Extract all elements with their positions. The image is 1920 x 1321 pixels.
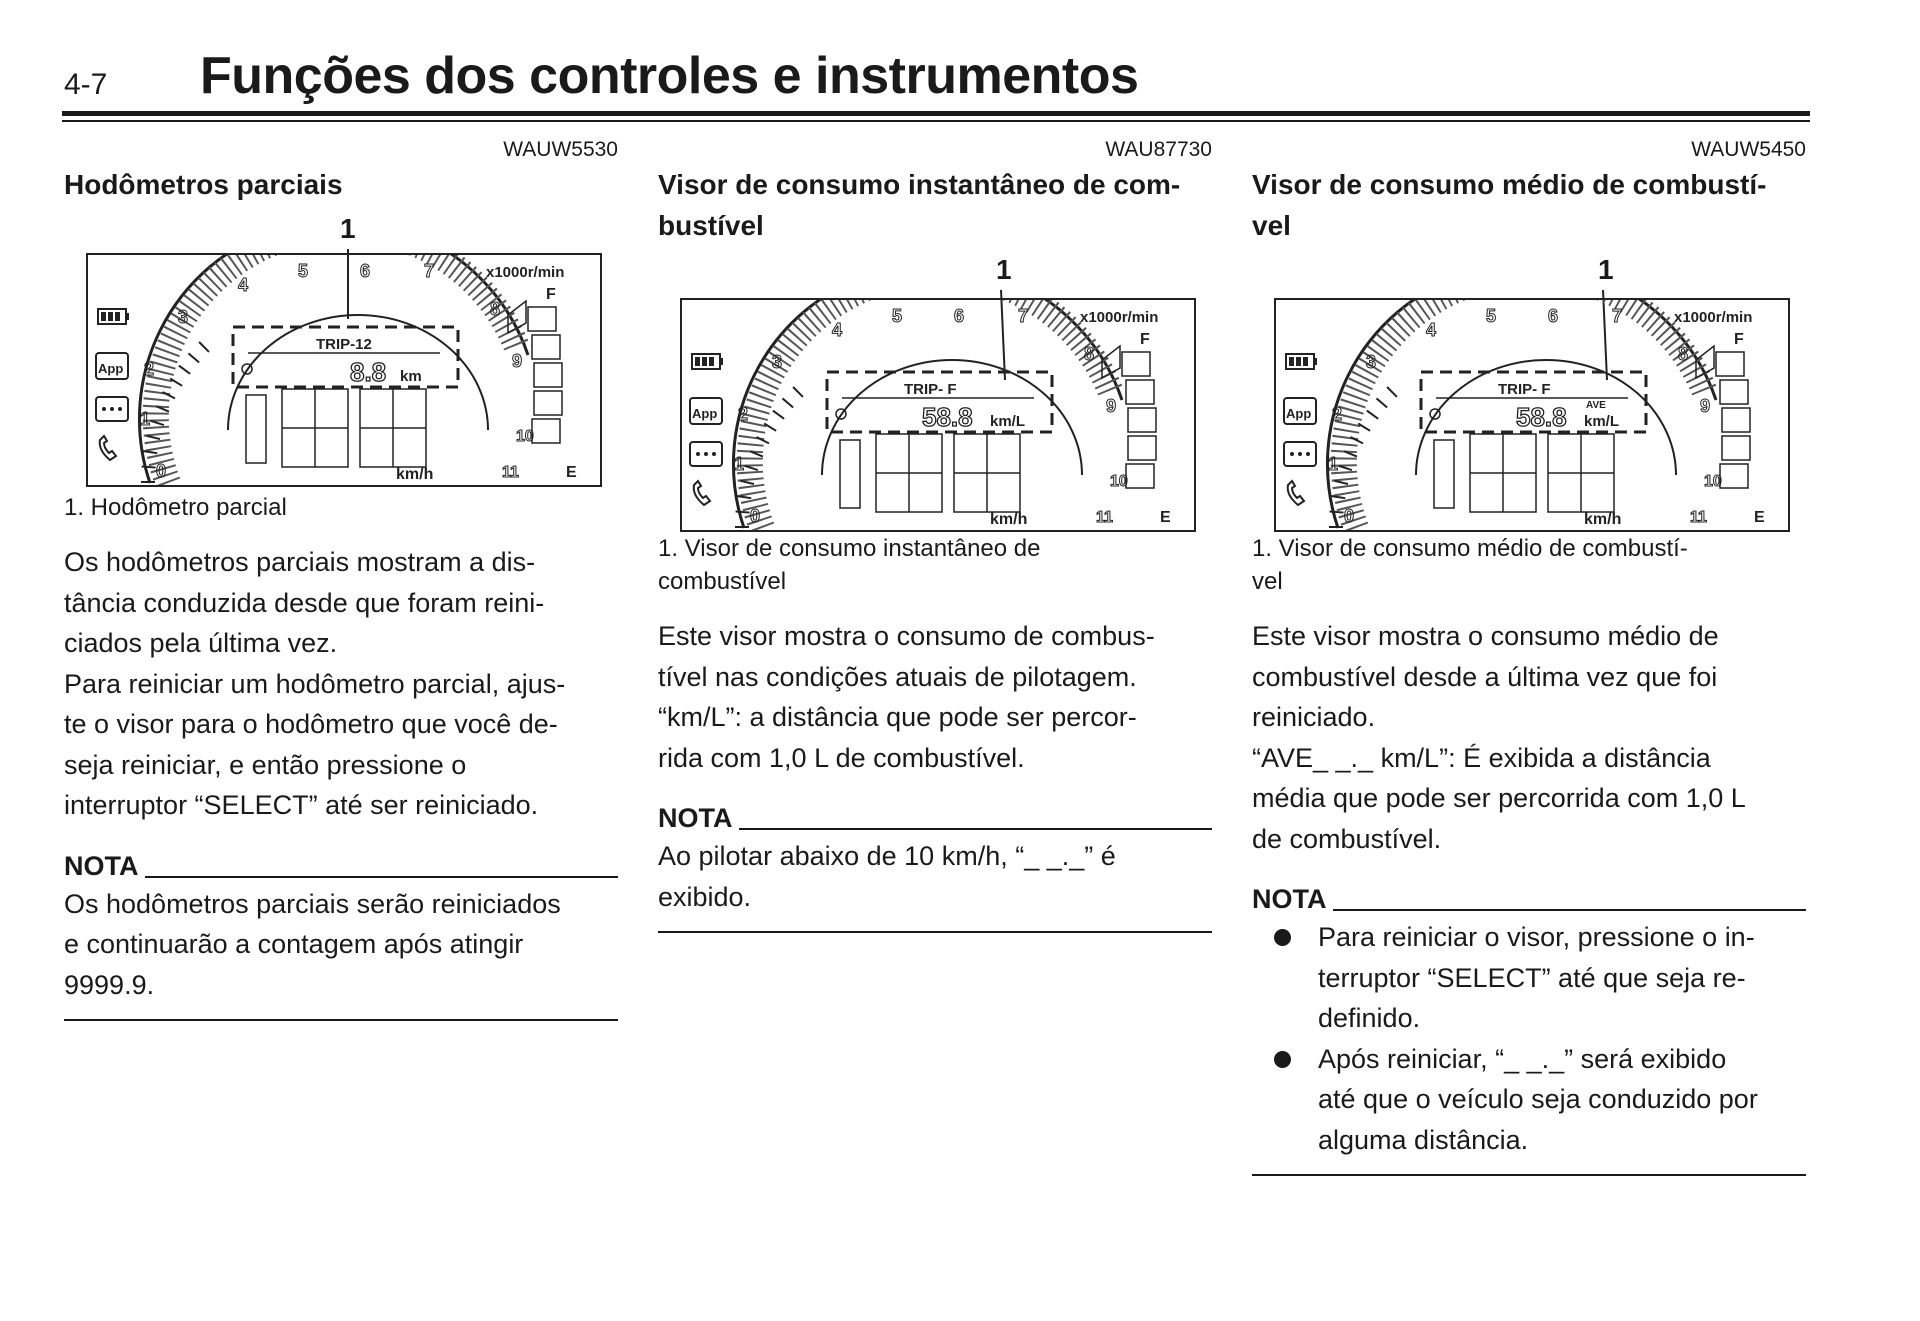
nota-end-rule bbox=[1252, 1174, 1806, 1176]
callout-leader bbox=[1602, 290, 1608, 380]
body-line: de combustível. bbox=[1252, 823, 1442, 854]
figure-area: 1 x1000r/min App km/h TRIP- F 58.8 km/L bbox=[658, 246, 1212, 532]
svg-text:App: App bbox=[1286, 406, 1311, 421]
dashboard-illustration: x1000r/min App km/h TRIP- F 58.8 km/L bbox=[680, 298, 1196, 532]
nota-heading: NOTA bbox=[658, 800, 1212, 836]
svg-text:x1000r/min: x1000r/min bbox=[486, 264, 564, 281]
nota-rule bbox=[738, 828, 1212, 830]
svg-text:km/h: km/h bbox=[990, 511, 1027, 528]
nota-heading: NOTA bbox=[64, 848, 618, 884]
body-line: média que pode ser percorrida com 1,0 L bbox=[1252, 783, 1746, 813]
section-code: WAUW5530 bbox=[503, 138, 618, 161]
figure-caption: vel bbox=[1252, 568, 1283, 595]
nota-label: NOTA bbox=[64, 850, 139, 881]
body-line: ciados pela última vez. bbox=[64, 628, 338, 658]
nota-line: 9999.9. bbox=[64, 969, 155, 1000]
svg-text:km: km bbox=[400, 368, 422, 385]
svg-text:AVE: AVE bbox=[1586, 400, 1606, 411]
figure-area: 1 x1000r/min App km/h TRIP-12 8.8 km bbox=[64, 205, 618, 491]
callout-number: 1 bbox=[1598, 254, 1614, 285]
svg-text:x1000r/min: x1000r/min bbox=[1080, 309, 1158, 326]
callout-leader bbox=[1000, 290, 1006, 380]
nota-line: e continuarão a contagem após atingir bbox=[64, 929, 524, 959]
figure-caption: combustível bbox=[658, 568, 787, 595]
body-line: rida com 1,0 L de combustível. bbox=[658, 742, 1025, 773]
svg-text:8.8: 8.8 bbox=[350, 357, 386, 387]
svg-text:km/L: km/L bbox=[1584, 413, 1619, 430]
bullet-line: Após reiniciar, “_ _._” será exibido bbox=[1318, 1043, 1727, 1074]
section-heading: vel bbox=[1252, 210, 1291, 241]
nota-line: exibido. bbox=[658, 881, 752, 912]
body-line: Este visor mostra o consumo médio de bbox=[1252, 621, 1719, 651]
nota-line: Os hodômetros parciais serão reiniciados bbox=[64, 888, 561, 919]
header-rule-thin bbox=[62, 120, 1810, 122]
nota-bullet: Para reiniciar o visor, pressione o in- … bbox=[1252, 917, 1806, 1039]
body-line: Para reiniciar um hodômetro parcial, aju… bbox=[64, 668, 566, 699]
section-heading: Hodômetros parciais bbox=[64, 169, 343, 200]
callout-number: 1 bbox=[996, 254, 1012, 285]
section-code: WAU87730 bbox=[1105, 138, 1212, 161]
nota-end-rule bbox=[64, 1019, 618, 1021]
nota-heading: NOTA bbox=[1252, 881, 1806, 917]
svg-text:x1000r/min: x1000r/min bbox=[1674, 309, 1752, 326]
bullet-line: até que o veículo seja conduzido por bbox=[1318, 1084, 1758, 1114]
callout-leader bbox=[347, 249, 349, 319]
body-line: seja reiniciar, e então pressione o bbox=[64, 749, 467, 780]
section-instant-consumption: WAU87730 Visor de consumo instantâneo de… bbox=[658, 138, 1212, 933]
svg-text:App: App bbox=[692, 406, 717, 421]
nota-bullet: Após reiniciar, “_ _._” será exibido até… bbox=[1252, 1039, 1806, 1161]
section-average-consumption: WAUW5450 Visor de consumo médio de combu… bbox=[1252, 138, 1806, 1176]
bullet-line: terruptor “SELECT” até que seja re- bbox=[1318, 962, 1746, 993]
svg-text:km/L: km/L bbox=[990, 413, 1025, 430]
body-line: Os hodômetros parciais mostram a dis- bbox=[64, 547, 536, 577]
header-rule bbox=[62, 111, 1810, 116]
section-heading: Visor de consumo instantâneo de com- bbox=[658, 169, 1181, 200]
bullet-icon bbox=[1274, 929, 1291, 946]
body-line: “AVE_ _._ km/L”: É exibida a distância bbox=[1252, 742, 1711, 773]
section-heading: bustível bbox=[658, 210, 764, 241]
bullet-line: Para reiniciar o visor, pressione o in- bbox=[1318, 922, 1755, 952]
page-number: 4-7 bbox=[64, 68, 108, 101]
svg-text:km/h: km/h bbox=[396, 466, 433, 483]
body-line: interruptor “SELECT” até ser reiniciado. bbox=[64, 790, 539, 820]
nota-rule bbox=[1332, 909, 1806, 911]
svg-text:TRIP-12: TRIP-12 bbox=[316, 336, 372, 353]
body-line: tível nas condições atuais de pilotagem. bbox=[658, 661, 1137, 692]
svg-text:58.8: 58.8 bbox=[1516, 402, 1567, 432]
bullet-line: alguma distância. bbox=[1318, 1124, 1529, 1155]
figure-area: 1 x1000r/min App km/h TRIP- F 58.8 AVE k… bbox=[1252, 246, 1806, 532]
body-line: combustível desde a última vez que foi bbox=[1252, 661, 1718, 692]
body-line: “km/L”: a distância que pode ser percor- bbox=[658, 702, 1137, 732]
figure-caption: 1. Visor de consumo instantâneo de bbox=[658, 535, 1041, 562]
svg-text:km/h: km/h bbox=[1584, 511, 1621, 528]
svg-text:App: App bbox=[98, 361, 123, 376]
nota-rule bbox=[144, 875, 618, 878]
figure-caption: 1. Visor de consumo médio de combustí- bbox=[1252, 535, 1688, 562]
section-trip-odometers: WAUW5530 Hodômetros parciais 1 x1000r/mi… bbox=[64, 138, 618, 1021]
nota-end-rule bbox=[658, 931, 1212, 933]
body-line: reiniciado. bbox=[1252, 702, 1376, 732]
bullet-icon bbox=[1274, 1050, 1291, 1068]
body-line: tância conduzida desde que foram reini- bbox=[64, 587, 545, 618]
body-line: te o visor para o hodômetro que você de- bbox=[64, 709, 558, 739]
svg-text:TRIP- F: TRIP- F bbox=[904, 381, 957, 398]
body-line: Este visor mostra o consumo de combus- bbox=[658, 621, 1155, 651]
page-title: Funções dos controles e instrumentos bbox=[200, 47, 1139, 105]
nota-label: NOTA bbox=[1252, 884, 1327, 914]
svg-text:TRIP- F: TRIP- F bbox=[1498, 381, 1551, 398]
nota-line: Ao pilotar abaixo de 10 km/h, “_ _._” é bbox=[658, 841, 1116, 871]
svg-text:58.8: 58.8 bbox=[922, 402, 973, 432]
callout-number: 1 bbox=[340, 213, 356, 244]
dashboard-illustration: x1000r/min App km/h TRIP-12 8.8 km bbox=[86, 253, 602, 487]
nota-label: NOTA bbox=[658, 803, 733, 833]
figure-caption: 1. Hodômetro parcial bbox=[64, 494, 287, 521]
section-heading: Visor de consumo médio de combustí- bbox=[1252, 169, 1767, 200]
section-code: WAUW5450 bbox=[1691, 138, 1806, 161]
bullet-line: definido. bbox=[1318, 1003, 1421, 1033]
dashboard-illustration: x1000r/min App km/h TRIP- F 58.8 AVE km/… bbox=[1274, 298, 1790, 532]
